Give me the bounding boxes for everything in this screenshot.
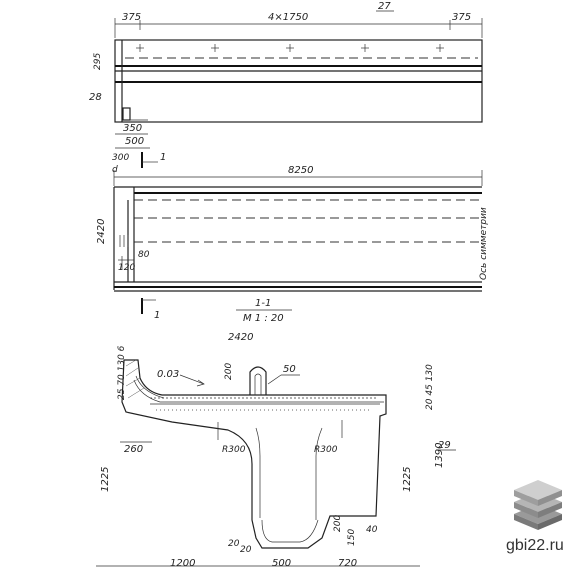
- dim-4x1750: 4×1750: [268, 12, 308, 23]
- cross-section: 2420 0.03 200 50 25 70 1: [96, 332, 456, 569]
- section-mark-top: 300 d 1: [112, 152, 166, 175]
- dim-1225-right: 1225: [402, 467, 413, 492]
- mark-d: d: [112, 165, 118, 175]
- dim-260: 260: [124, 444, 143, 455]
- dim-20-a: 20: [228, 539, 240, 549]
- dim-80: 80: [138, 250, 150, 260]
- dim-350: 350: [123, 123, 142, 134]
- section-mark-1-bottom: 1: [154, 310, 160, 321]
- dim-120: 120: [118, 263, 135, 273]
- left-dim-stack: 25 70 130 6: [117, 345, 127, 400]
- dim-1225-left: 1225: [100, 467, 111, 492]
- radius-left: R300: [222, 445, 246, 455]
- side-elevation-view: 8250 2420 80 120 Ось симметрии: [96, 165, 489, 292]
- dim-20-b: 20: [240, 545, 252, 555]
- dim-300: 300: [112, 153, 129, 163]
- dim-0-03: 0.03: [157, 369, 179, 380]
- site-logo-icon: [514, 480, 562, 530]
- label-28: 28: [89, 92, 102, 103]
- section-name: 1-1: [255, 298, 271, 309]
- label-50: 50: [283, 364, 296, 375]
- label-29: 29: [438, 440, 451, 451]
- dim-720: 720: [338, 558, 357, 569]
- dim-1390: 1390: [434, 443, 445, 468]
- dim-8250: 8250: [288, 165, 313, 176]
- dim-200-top: 200: [224, 363, 234, 380]
- rebar-layer: [150, 397, 378, 411]
- dim-2420-side: 2420: [96, 219, 107, 244]
- axis-of-symmetry-label: Ось симметрии: [479, 207, 489, 280]
- dim-1200: 1200: [170, 558, 195, 569]
- brand-url[interactable]: gbi22.ru: [506, 537, 564, 554]
- section-mark-1-top: 1: [160, 152, 166, 163]
- dim-500: 500: [125, 136, 144, 147]
- dim-295: 295: [93, 53, 103, 70]
- section-mark-bottom: 1: [141, 298, 160, 321]
- right-dim-stack: 20 45 130: [425, 364, 435, 410]
- dim-200-bottom: 200: [333, 515, 343, 532]
- dim-40: 40: [366, 525, 378, 535]
- dim-2420-width: 2420: [228, 332, 253, 343]
- top-plan-view: 375 4×1750 375 27 295 28 350 500: [89, 1, 483, 149]
- dim-150: 150: [347, 529, 357, 546]
- dim-375-right: 375: [452, 12, 471, 23]
- sheet-label-27: 27: [378, 1, 391, 12]
- dim-500-bottom: 500: [272, 558, 291, 569]
- radius-right: R300: [314, 445, 338, 455]
- section-scale: М 1 : 20: [243, 313, 284, 324]
- dim-375-left: 375: [122, 12, 141, 23]
- section-title: 1-1 М 1 : 20: [236, 298, 292, 324]
